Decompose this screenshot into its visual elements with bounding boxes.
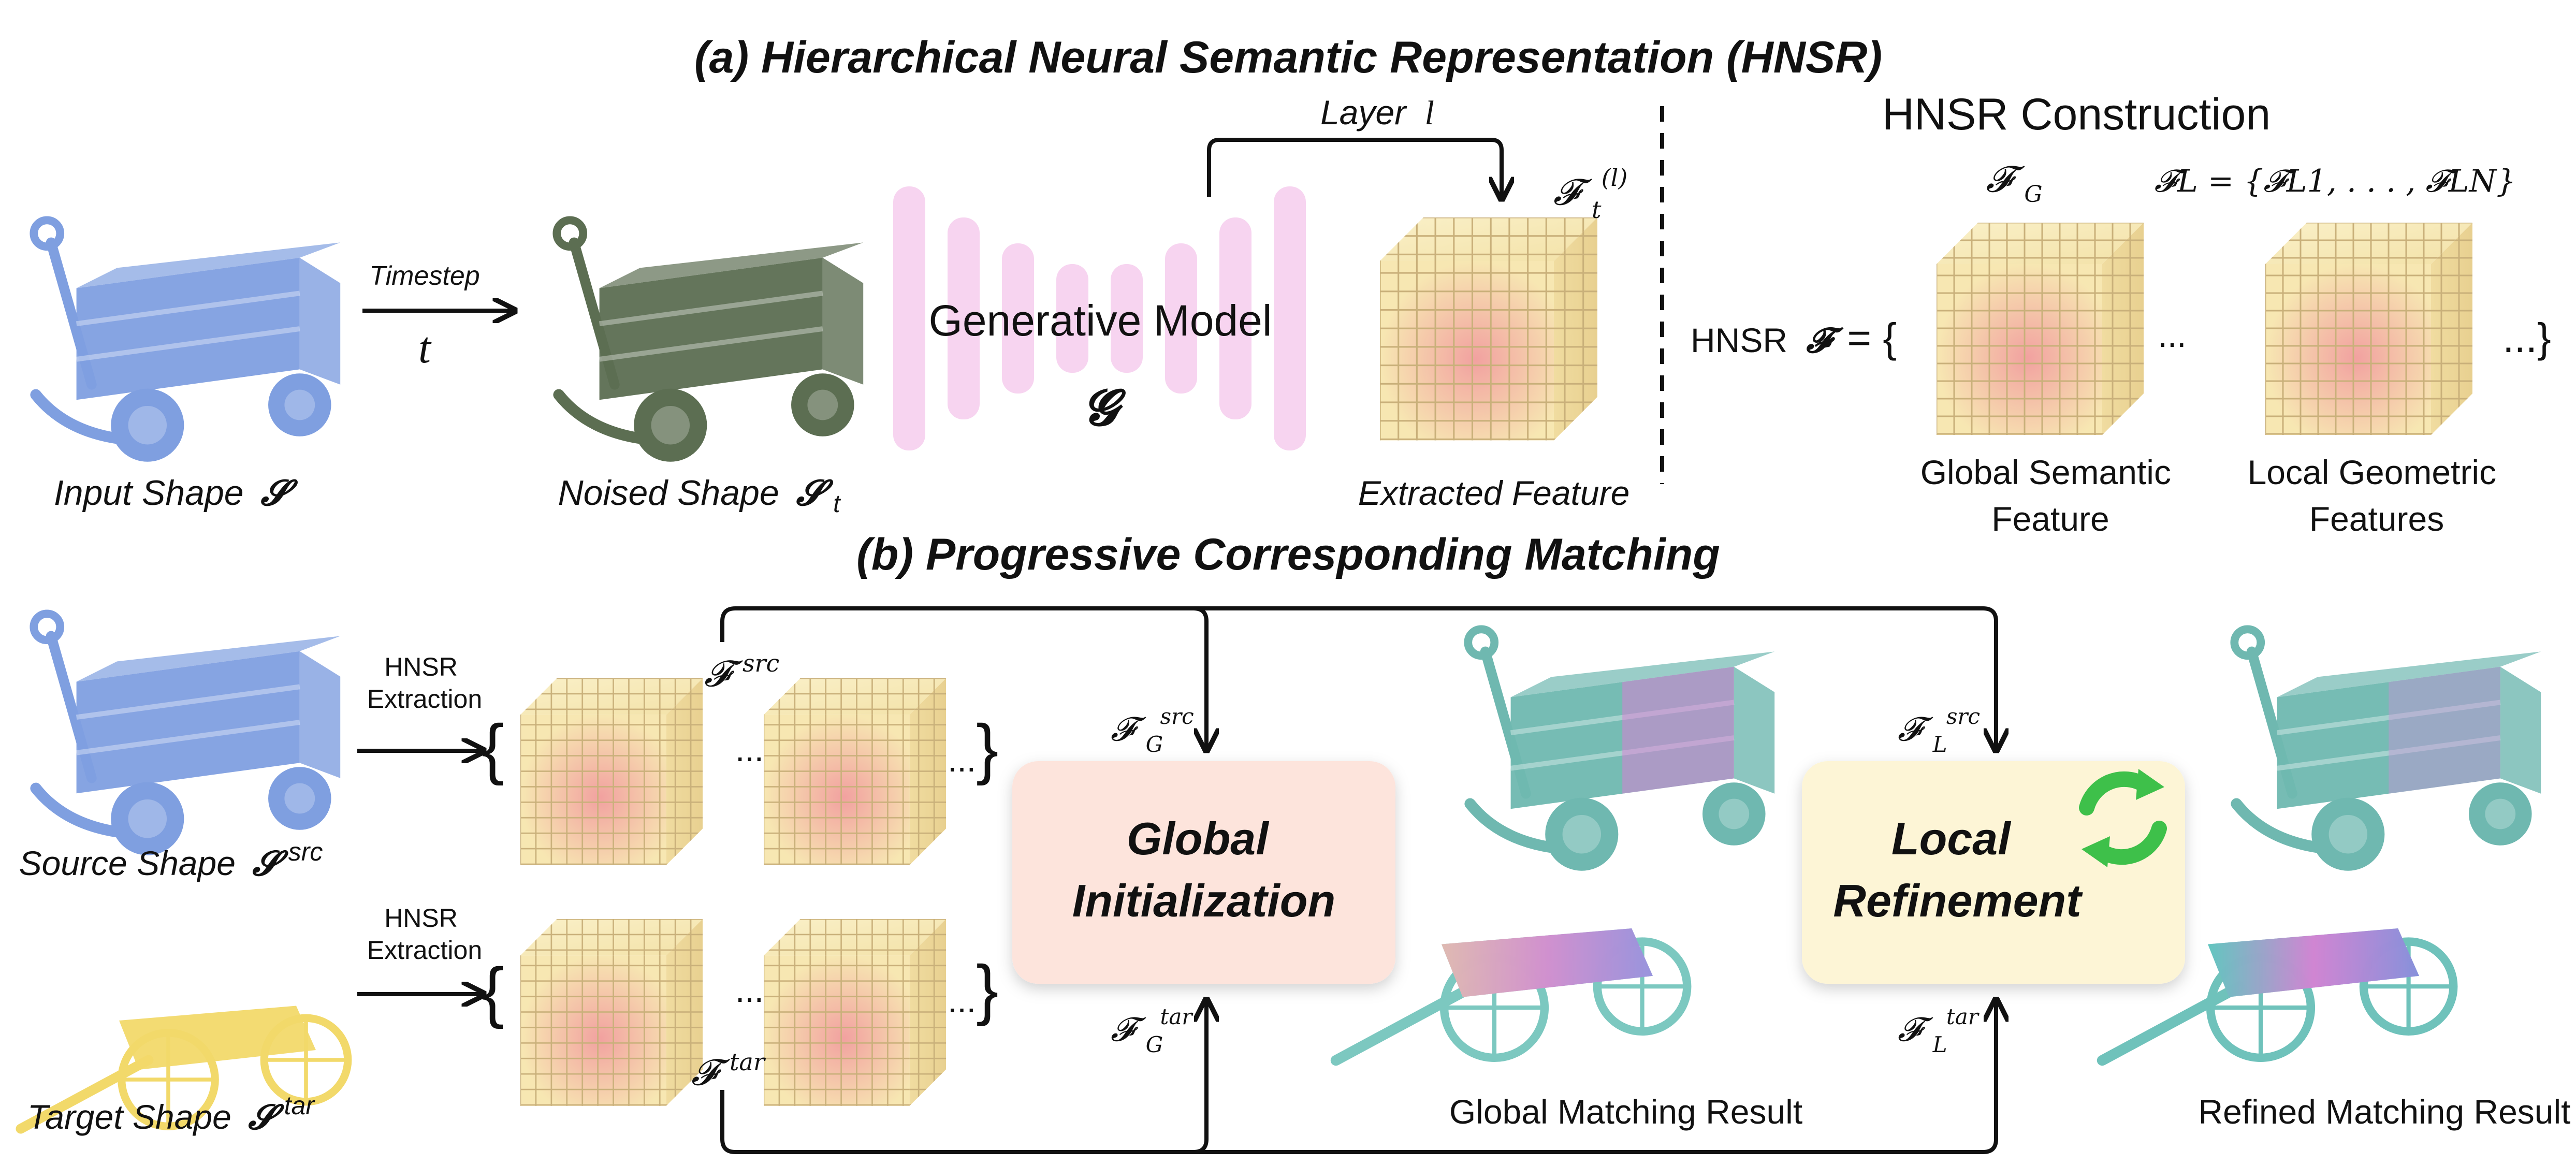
- hnsr-ellipsis-mid: ...: [2158, 316, 2186, 354]
- timestep-label: Timestep: [369, 261, 479, 291]
- generative-model-label: Generative Model: [928, 296, 1272, 345]
- global-semantic-cube: [1937, 223, 2144, 435]
- local-geometric-label: Local Geometric Features: [2248, 453, 2506, 538]
- tar-global-cube: [520, 919, 703, 1106]
- global-result-wagon: [1468, 629, 1774, 870]
- layer-label: Layer l: [1320, 93, 1434, 132]
- hnsr-extraction-label-tar: HNSR Extraction: [367, 904, 482, 965]
- tar-to-global-line: [1193, 1002, 1206, 1154]
- src-ellipsis: ...: [735, 730, 764, 768]
- hnsr-construction-title: HNSR Construction: [1882, 90, 2271, 139]
- hnsr-extraction-label-src: HNSR Extraction: [367, 652, 482, 713]
- f-src-label: 𝓕 src: [704, 649, 779, 695]
- fg-src-label: 𝓕 G src: [1111, 704, 1194, 760]
- src-to-global-line: [1193, 606, 1206, 748]
- source-shape-wagon: [34, 614, 340, 855]
- local-feature-formula: 𝓕L = {𝓕L1, . . . , 𝓕LN}: [2155, 163, 2516, 199]
- global-initialization-box: [1012, 761, 1395, 984]
- hnsr-prefix: HNSR 𝓕 = {: [1691, 315, 1897, 361]
- input-shape-label: Input Shape 𝓢: [54, 473, 299, 513]
- extracted-feature-label: Extracted Feature: [1358, 474, 1630, 512]
- extracted-feature-cube: [1380, 217, 1597, 441]
- tar-flow-line: [720, 1002, 1996, 1154]
- refresh-cycle-icon: [2079, 769, 2167, 867]
- input-shape-wagon: [34, 220, 340, 461]
- tar-brace-open: {: [482, 954, 504, 1029]
- layer-arrow: [1207, 138, 1502, 197]
- fl-src-label: 𝓕 L src: [1898, 704, 1980, 760]
- global-result-label: Global Matching Result: [1449, 1093, 1802, 1131]
- noised-shape-label: Noised Shape 𝓢 t: [558, 473, 841, 518]
- refined-result-cart: [2102, 928, 2453, 1060]
- src-local-cube: [764, 678, 946, 865]
- tar-local-cube: [764, 919, 946, 1106]
- local-refinement-label: Local Refinement: [1833, 813, 2083, 926]
- global-initialization-label: Global Initialization: [1072, 813, 1335, 926]
- title-part-b: (b) Progressive Corresponding Matching: [856, 530, 1720, 579]
- src-brace-close: ...}: [948, 710, 998, 786]
- generative-model-network: [893, 186, 1306, 450]
- fl-tar-label: 𝓕 L tar: [1898, 1004, 1980, 1060]
- global-result-cart: [1336, 928, 1687, 1060]
- target-shape-label: Target Shape 𝓢 tar: [27, 1091, 315, 1136]
- noised-shape-wagon: [557, 220, 863, 461]
- fg-tar-label: 𝓕 G tar: [1111, 1004, 1194, 1060]
- tar-ellipsis: ...: [735, 971, 764, 1009]
- local-refinement-box: [1802, 761, 2185, 984]
- tar-brace-close: ...}: [948, 951, 998, 1027]
- title-part-a: (a) Hierarchical Neural Semantic Represe…: [694, 33, 1882, 82]
- src-brace-open: {: [482, 710, 504, 786]
- refined-result-wagon: [2234, 629, 2541, 870]
- global-semantic-label: Global Semantic Feature: [1920, 453, 2181, 538]
- src-global-cube: [520, 678, 703, 865]
- source-shape-label: Source Shape 𝓢 src: [19, 837, 323, 882]
- refined-result-label: Refined Matching Result: [2198, 1093, 2570, 1131]
- local-geometric-cube: [2265, 223, 2472, 435]
- global-feature-symbol: 𝓕 G: [1986, 158, 2042, 208]
- src-flow-line: [720, 606, 1996, 748]
- hnsr-ellipsis-end: ...}: [2502, 315, 2551, 361]
- generative-model-symbol: 𝓖: [1083, 378, 1126, 436]
- timestep-symbol: t: [418, 323, 432, 372]
- f-tar-label: 𝓕 tar: [691, 1048, 766, 1094]
- extracted-feature-symbol: 𝓕 t (l): [1553, 164, 1627, 227]
